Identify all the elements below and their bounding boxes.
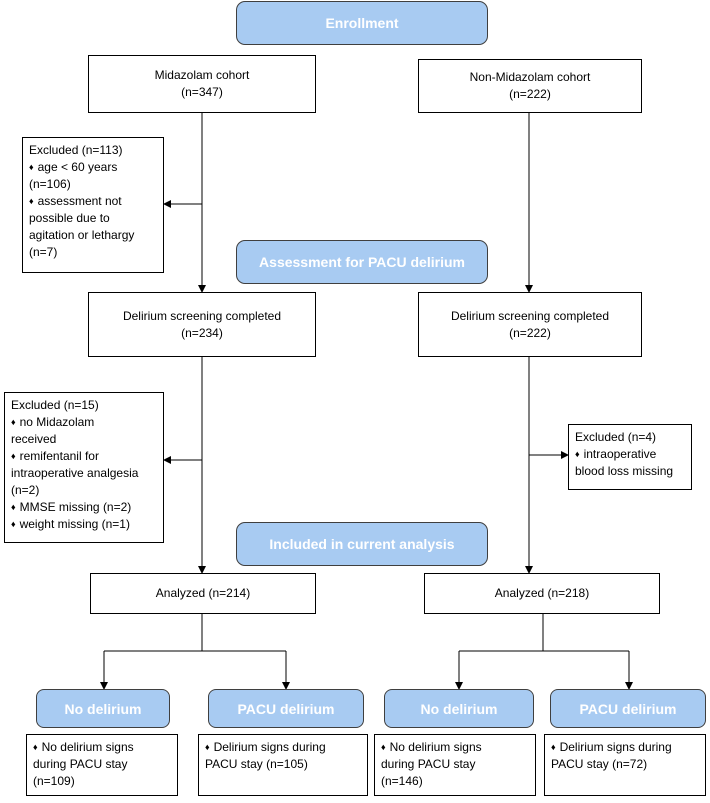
item-text: blood loss missing [575,464,674,478]
item-text: No delirium signs [389,740,482,754]
screening-box-right: Delirium screening completed (n=222) [418,292,642,357]
diamond-bullet-icon: ♦ [381,742,386,752]
item-text: (n=146) [381,774,423,788]
list-item: ♦No delirium signs during PACU stay (n=1… [33,739,171,790]
outcome-no-delirium-left: No delirium [36,689,170,728]
stage-enrollment-label: Enrollment [325,15,399,31]
list-item: ♦assessment not possible due to agitatio… [29,193,157,261]
stage-assessment-label: Assessment for PACU delirium [259,254,465,270]
outcome-label: No delirium [420,700,498,717]
list-item: ♦age < 60 years (n=106) [29,159,157,193]
excluded-title: Excluded (n=113) [29,143,123,157]
screening-count: (n=234) [181,325,223,340]
analyzed-label: Analyzed (n=218) [494,586,590,600]
list-item: ♦Delirium signs during PACU stay (n=72) [551,739,699,773]
excluded-title: Excluded (n=4) [575,430,657,444]
item-text: Delirium signs during [213,740,326,754]
diamond-bullet-icon: ♦ [11,519,16,529]
outcome-label: No delirium [64,700,142,717]
item-text: MMSE missing (n=2) [19,500,132,514]
cohort-title: Midazolam cohort [154,68,250,82]
item-text: agitation or lethargy [29,228,135,242]
item-text: remifentanil for [19,449,99,463]
cohort-title: Non-Midazolam cohort [469,70,591,84]
analyzed-box-right: Analyzed (n=218) [424,573,660,614]
item-text: (n=7) [29,245,58,259]
excluded-title: Excluded (n=15) [11,398,99,412]
stage-included-label: Included in current analysis [269,536,455,552]
stage-included: Included in current analysis [236,522,488,566]
non-midazolam-cohort-box: Non-Midazolam cohort (n=222) [418,59,642,113]
item-text: possible due to [29,211,110,225]
outcome-label: PACU delirium [579,700,677,717]
list-item: ♦weight missing (n=1) [11,516,157,533]
item-text: Delirium signs during [559,740,672,754]
item-text: during PACU stay [33,757,128,771]
outcome-no-delirium-right: No delirium [384,689,534,728]
list-item: ♦Delirium signs during PACU stay (n=105) [205,739,361,773]
item-text: received [11,432,57,446]
screening-box-left: Delirium screening completed (n=234) [88,292,316,357]
diamond-bullet-icon: ♦ [575,449,580,459]
excluded-box-3: Excluded (n=4) ♦intraoperative blood los… [568,424,692,490]
screening-count: (n=222) [509,325,551,340]
outcome-detail-1: ♦No delirium signs during PACU stay (n=1… [26,734,178,796]
item-text: during PACU stay [381,757,476,771]
diamond-bullet-icon: ♦ [29,196,34,206]
item-text: assessment not [37,194,122,208]
cohort-count: (n=222) [509,87,551,101]
excluded-box-2: Excluded (n=15) ♦no Midazolam received ♦… [4,392,164,543]
item-text: weight missing (n=1) [19,517,130,531]
cohort-count: (n=347) [181,85,223,99]
item-text: (n=109) [33,774,75,788]
analyzed-label: Analyzed (n=214) [155,586,251,600]
outcome-detail-4: ♦Delirium signs during PACU stay (n=72) [544,734,706,796]
item-text: intraoperative analgesia [11,466,139,480]
diamond-bullet-icon: ♦ [11,502,16,512]
diamond-bullet-icon: ♦ [29,162,34,172]
outcome-detail-2: ♦Delirium signs during PACU stay (n=105) [198,734,368,796]
outcome-pacu-delirium-right: PACU delirium [550,689,706,728]
outcome-label: PACU delirium [237,700,335,717]
diamond-bullet-icon: ♦ [11,451,16,461]
item-text: no Midazolam [19,415,95,429]
item-text: No delirium signs [41,740,134,754]
list-item: ♦no Midazolam received [11,414,157,448]
screening-title: Delirium screening completed [122,308,282,323]
stage-assessment: Assessment for PACU delirium [236,240,488,284]
list-item: ♦remifentanil for intraoperative analges… [11,448,157,499]
outcome-pacu-delirium-left: PACU delirium [208,689,364,728]
excluded-box-1: Excluded (n=113) ♦age < 60 years (n=106)… [22,137,164,273]
analyzed-box-left: Analyzed (n=214) [90,573,316,614]
midazolam-cohort-box: Midazolam cohort (n=347) [88,55,316,113]
outcome-detail-3: ♦No delirium signs during PACU stay (n=1… [374,734,536,796]
stage-enrollment: Enrollment [236,1,488,45]
diamond-bullet-icon: ♦ [33,742,38,752]
list-item: ♦intraoperative blood loss missing [575,446,685,480]
diamond-bullet-icon: ♦ [11,417,16,427]
item-text: (n=106) [29,177,71,191]
item-text: (n=2) [11,483,40,497]
item-text: intraoperative [583,447,657,461]
list-item: ♦No delirium signs during PACU stay (n=1… [381,739,529,790]
diamond-bullet-icon: ♦ [551,742,556,752]
item-text: PACU stay (n=72) [551,757,648,771]
item-text: PACU stay (n=105) [205,757,308,771]
diamond-bullet-icon: ♦ [205,742,210,752]
screening-title: Delirium screening completed [450,308,610,323]
list-item: ♦MMSE missing (n=2) [11,499,157,516]
item-text: age < 60 years [37,160,118,174]
